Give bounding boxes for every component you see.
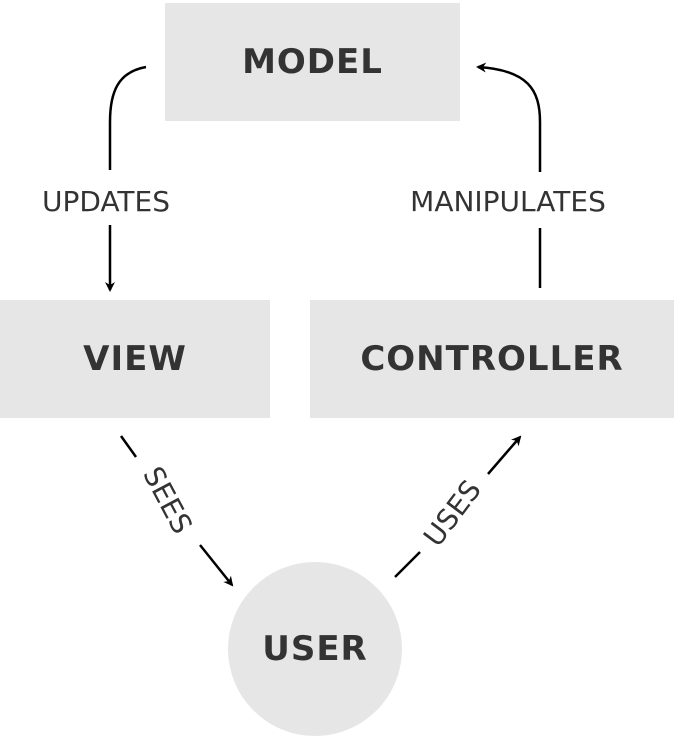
sees-edge-start bbox=[119, 435, 138, 458]
model-node: MODEL bbox=[165, 3, 460, 121]
manipulates-edge-top bbox=[476, 62, 542, 172]
view-label: VIEW bbox=[83, 339, 187, 379]
sees-edge-end bbox=[199, 544, 234, 587]
manipulates-label: MANIPULATES bbox=[410, 185, 606, 218]
uses-edge-start bbox=[394, 551, 421, 578]
user-node: USER bbox=[228, 562, 402, 736]
user-label: USER bbox=[262, 629, 368, 669]
model-label: MODEL bbox=[242, 42, 383, 82]
uses-edge-end bbox=[487, 435, 522, 475]
controller-node: CONTROLLER bbox=[310, 300, 674, 418]
uses-label: USES bbox=[417, 474, 488, 553]
updates-edge-top bbox=[108, 65, 147, 170]
controller-label: CONTROLLER bbox=[360, 339, 624, 379]
view-node: VIEW bbox=[0, 300, 270, 418]
sees-label: SEES bbox=[136, 461, 198, 539]
updates-label: UPDATES bbox=[42, 185, 170, 218]
